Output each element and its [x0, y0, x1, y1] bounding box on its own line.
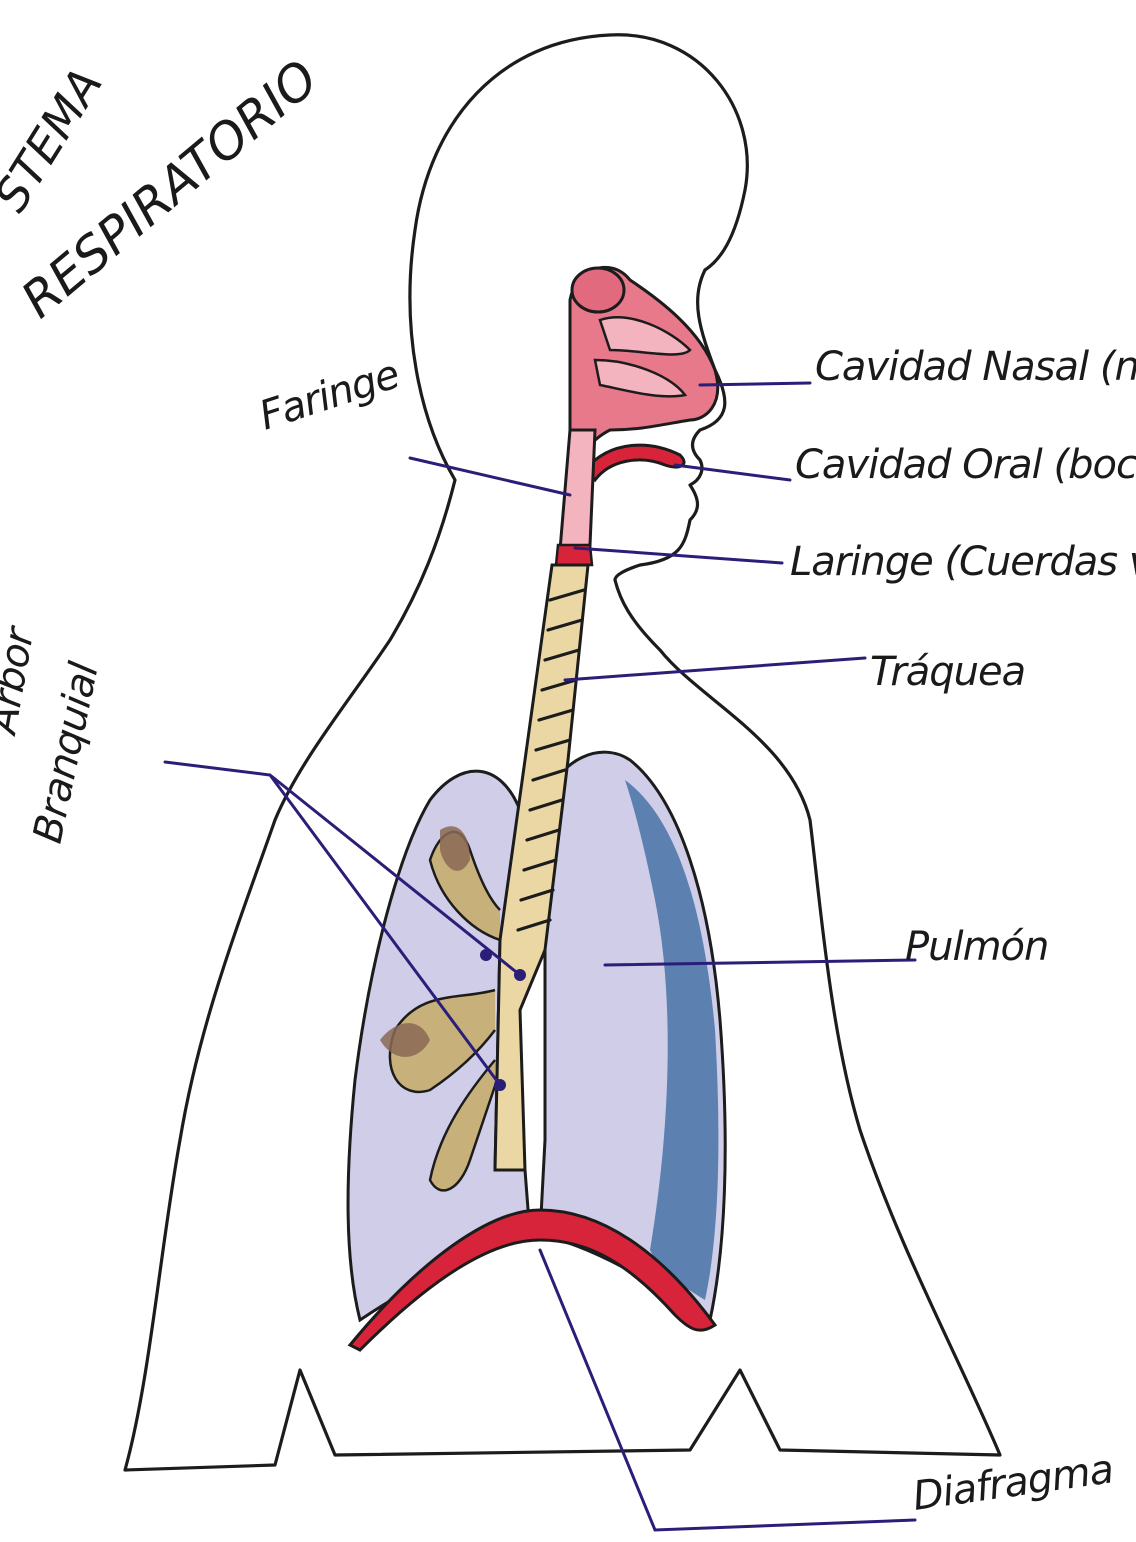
leader-faringe: [410, 458, 570, 495]
label-cavidad-oral: Cavidad Oral (boca): [795, 442, 1136, 488]
pharynx: [560, 430, 595, 550]
leader-traquea: [565, 658, 865, 680]
leader-cavidad-oral: [675, 465, 790, 480]
leader-dot-3: [494, 1079, 506, 1091]
label-cavidad-nasal: Cavidad Nasal (nariz): [815, 344, 1136, 390]
label-pulmon: Pulmón: [905, 924, 1048, 970]
oral-cavity: [585, 445, 684, 480]
title: STEMA RESPIRATORIO: [0, 49, 329, 329]
leader-cavidad-nasal: [700, 383, 810, 385]
label-arbol-bronquial-2: Branquial: [25, 658, 108, 847]
label-diafragma: Diafragma: [910, 1446, 1116, 1520]
label-faringe: Faringe: [254, 351, 405, 439]
sinus: [572, 268, 624, 312]
leader-dot-2: [514, 969, 526, 981]
label-laringe: Laringe (Cuerdas vocales): [790, 539, 1136, 585]
leader-dot-1: [480, 949, 492, 961]
label-traquea: Tráquea: [870, 649, 1025, 695]
label-arbol-bronquial-1: Arbor: [0, 622, 44, 740]
title-line-1: STEMA: [0, 59, 113, 221]
